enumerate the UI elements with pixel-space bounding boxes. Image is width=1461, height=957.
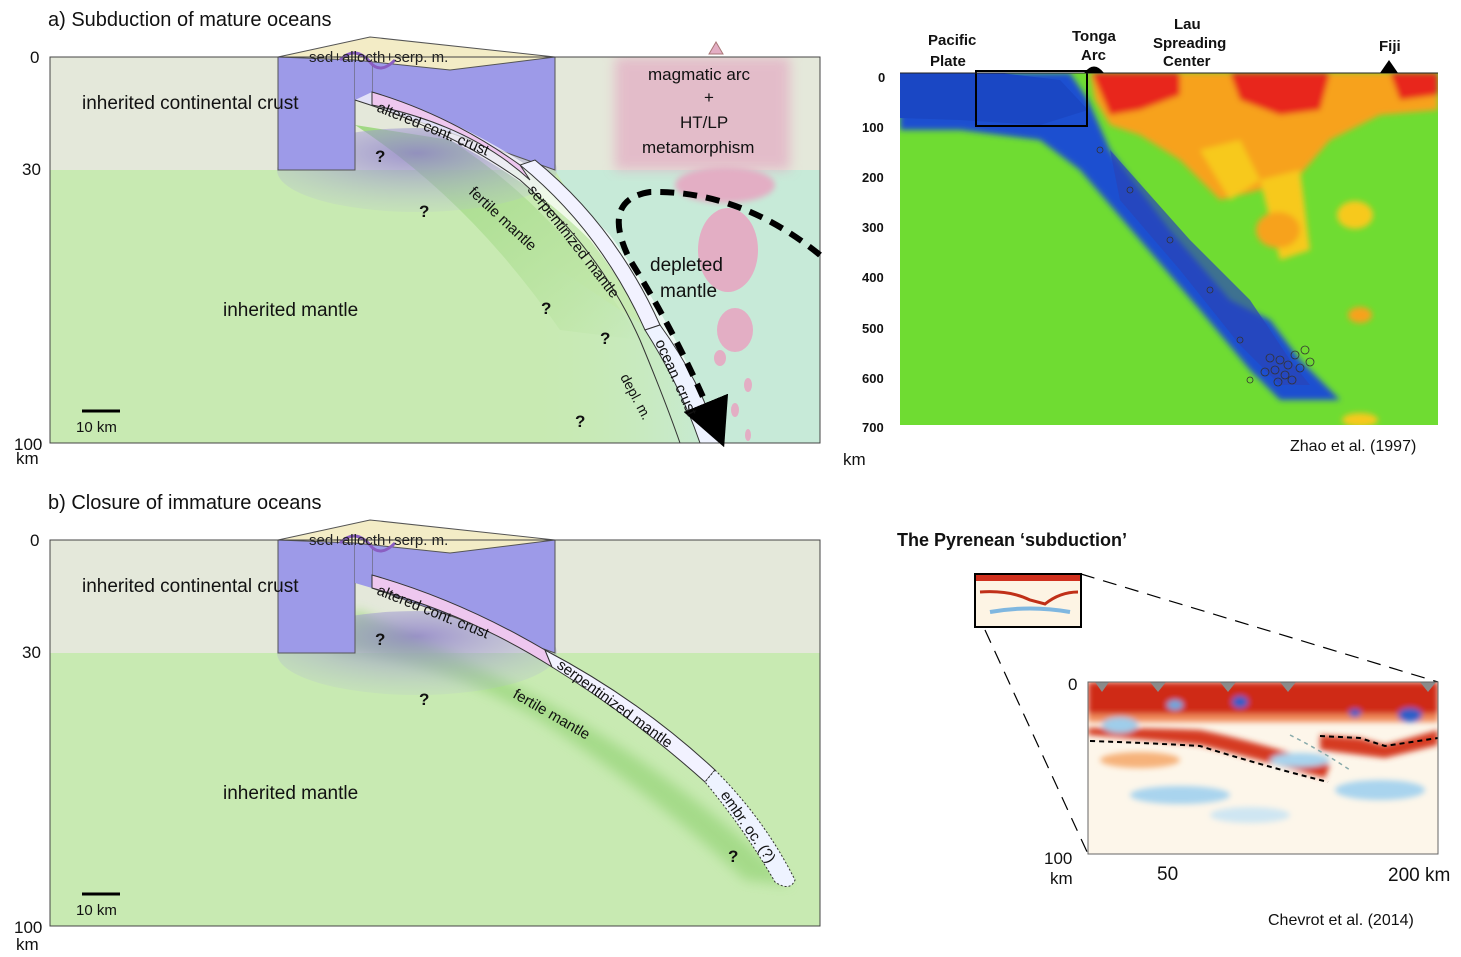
panel-b-mantle-layer bbox=[50, 653, 820, 926]
pyrenees-panel: The Pyrenean ‘subduction’ bbox=[897, 530, 1450, 929]
panel-b-question-1: ? bbox=[375, 630, 385, 649]
panel-b-left-block bbox=[277, 540, 356, 654]
panel-a-volcano-icon bbox=[708, 41, 724, 55]
pyrenees-credit: Chevrot et al. (2014) bbox=[1268, 912, 1414, 929]
pyrenees-title: The Pyrenean ‘subduction’ bbox=[897, 530, 1127, 550]
panel-b-depth-unit: km bbox=[16, 935, 39, 954]
panel-a-title: a) Subduction of mature oceans bbox=[48, 9, 332, 31]
tonga-label-1: Tonga bbox=[1072, 28, 1117, 45]
panel-b-section bbox=[50, 540, 820, 926]
panel-a-depth-100: 100 bbox=[14, 435, 42, 454]
tonga-tick-300: 300 bbox=[862, 220, 884, 235]
panel-a-arc-label-4: metamorphism bbox=[642, 138, 754, 157]
lau-label-3: Center bbox=[1163, 53, 1211, 70]
tonga-tomo-image bbox=[900, 73, 1438, 425]
panel-b: b) Closure of immature oceans 0 30 100 k… bbox=[14, 492, 821, 954]
tonga-arc-marker bbox=[1084, 66, 1104, 73]
panel-a-arc-label-2: + bbox=[704, 88, 714, 107]
pyrenees-frame bbox=[1087, 681, 1439, 855]
panel-a-question-1: ? bbox=[375, 147, 385, 166]
zoom-line-bottom bbox=[984, 629, 1089, 855]
panel-b-scale-label: 10 km bbox=[76, 902, 117, 919]
pyrenees-thumbnail bbox=[974, 573, 1082, 628]
panel-a-sed-label: sed+allocth+serp. m. bbox=[309, 49, 448, 66]
panel-a-crust-label: inherited continental crust bbox=[82, 93, 299, 114]
panel-a-question-2: ? bbox=[419, 202, 429, 221]
panel-a-scale-label: 10 km bbox=[76, 419, 117, 436]
panel-a-arc-zone bbox=[615, 57, 790, 170]
tonga-tick-0: 0 bbox=[878, 70, 885, 85]
panel-a-depleted-label-1: depleted bbox=[650, 255, 723, 276]
pacific-label-2: Plate bbox=[930, 53, 966, 70]
panel-b-question-2: ? bbox=[419, 690, 429, 709]
tonga-tick-400: 400 bbox=[862, 270, 884, 285]
panel-a-depleted-label-2: mantle bbox=[660, 281, 717, 302]
pyrenees-depth-100: 100 bbox=[1044, 849, 1072, 868]
tonga-tick-500: 500 bbox=[862, 321, 884, 336]
panel-a-question-3: ? bbox=[541, 299, 551, 318]
zoom-line-top bbox=[1080, 573, 1439, 683]
panel-a-arc-label-3: HT/LP bbox=[680, 113, 728, 132]
pyrenees-dashed-line-1 bbox=[1089, 740, 1329, 783]
panel-a-depth-30: 30 bbox=[22, 160, 41, 179]
tonga-tick-100: 100 bbox=[862, 120, 884, 135]
panel-a-question-5: ? bbox=[575, 412, 585, 431]
panel-a-left-block bbox=[277, 57, 356, 171]
panel-a-depth-unit: km bbox=[16, 449, 39, 468]
panel-b-frame bbox=[49, 539, 821, 927]
pyrenees-dashed-line-3 bbox=[1289, 734, 1351, 771]
tonga-tick-600: 600 bbox=[862, 371, 884, 386]
panel-a-sed-detail bbox=[338, 51, 397, 70]
panel-a-section bbox=[50, 57, 820, 443]
tonga-inset-box bbox=[975, 70, 1088, 127]
panel-a-block-gap bbox=[355, 57, 372, 105]
panel-a-slab-base bbox=[354, 99, 681, 443]
panel-a-frame bbox=[49, 56, 821, 444]
tonga-tomography: Pacific Plate Tonga Arc Lau Spreading Ce… bbox=[843, 16, 1438, 469]
panel-a-altered-crust bbox=[371, 91, 531, 181]
lau-label-1: Lau bbox=[1174, 16, 1201, 33]
tonga-seismicity bbox=[1096, 146, 1315, 387]
lau-label-2: Spreading bbox=[1153, 35, 1226, 52]
panel-a-melt-blobs bbox=[675, 167, 775, 441]
pacific-label-1: Pacific bbox=[928, 32, 976, 49]
panel-b-sed-label: sed+allocth+serp. m. bbox=[309, 532, 448, 549]
panel-b-title: b) Closure of immature oceans bbox=[48, 492, 321, 514]
tonga-label-2: Arc bbox=[1081, 47, 1106, 64]
panel-a-flow-arrow bbox=[615, 188, 822, 448]
pyrenees-x-50: 50 bbox=[1157, 864, 1178, 885]
panel-b-block-gap bbox=[355, 540, 372, 588]
pyrenees-tomo-image bbox=[1088, 682, 1438, 854]
tonga-tick-700: 700 bbox=[862, 420, 884, 435]
panel-b-depth-30: 30 bbox=[22, 643, 41, 662]
pyrenees-topography bbox=[1095, 682, 1436, 692]
tonga-depth-ticks: 0 100 200 300 400 500 600 700 bbox=[862, 70, 885, 435]
panel-b-question-3: ? bbox=[728, 847, 738, 866]
panel-b-mantle-label: inherited mantle bbox=[223, 783, 358, 804]
panel-a-mantle-label: inherited mantle bbox=[223, 300, 358, 321]
panel-b-fertile-zone bbox=[330, 610, 790, 885]
panel-a-depth-0: 0 bbox=[30, 48, 39, 67]
tonga-tick-200: 200 bbox=[862, 170, 884, 185]
panel-b-crust-label: inherited continental crust bbox=[82, 576, 299, 597]
panel-a-arc-label-1: magmatic arc bbox=[648, 65, 751, 84]
pyrenees-depth-unit: km bbox=[1050, 869, 1073, 888]
fiji-label: Fiji bbox=[1379, 38, 1401, 55]
pyrenees-dashed-line-2 bbox=[1319, 735, 1438, 748]
panel-b-sed-detail bbox=[338, 534, 397, 553]
panel-b-embr-crust bbox=[704, 769, 796, 887]
pyrenees-x-200: 200 km bbox=[1388, 865, 1450, 886]
panel-b-depth-0: 0 bbox=[30, 531, 39, 550]
panel-a-question-4: ? bbox=[600, 329, 610, 348]
panel-b-depth-100: 100 bbox=[14, 918, 42, 937]
pyrenees-depth-0: 0 bbox=[1068, 675, 1077, 694]
tonga-unit: km bbox=[843, 450, 866, 469]
panel-a: a) Subduction of mature oceans bbox=[14, 9, 822, 468]
fiji-marker bbox=[1380, 60, 1398, 73]
tonga-credit: Zhao et al. (1997) bbox=[1290, 438, 1416, 455]
